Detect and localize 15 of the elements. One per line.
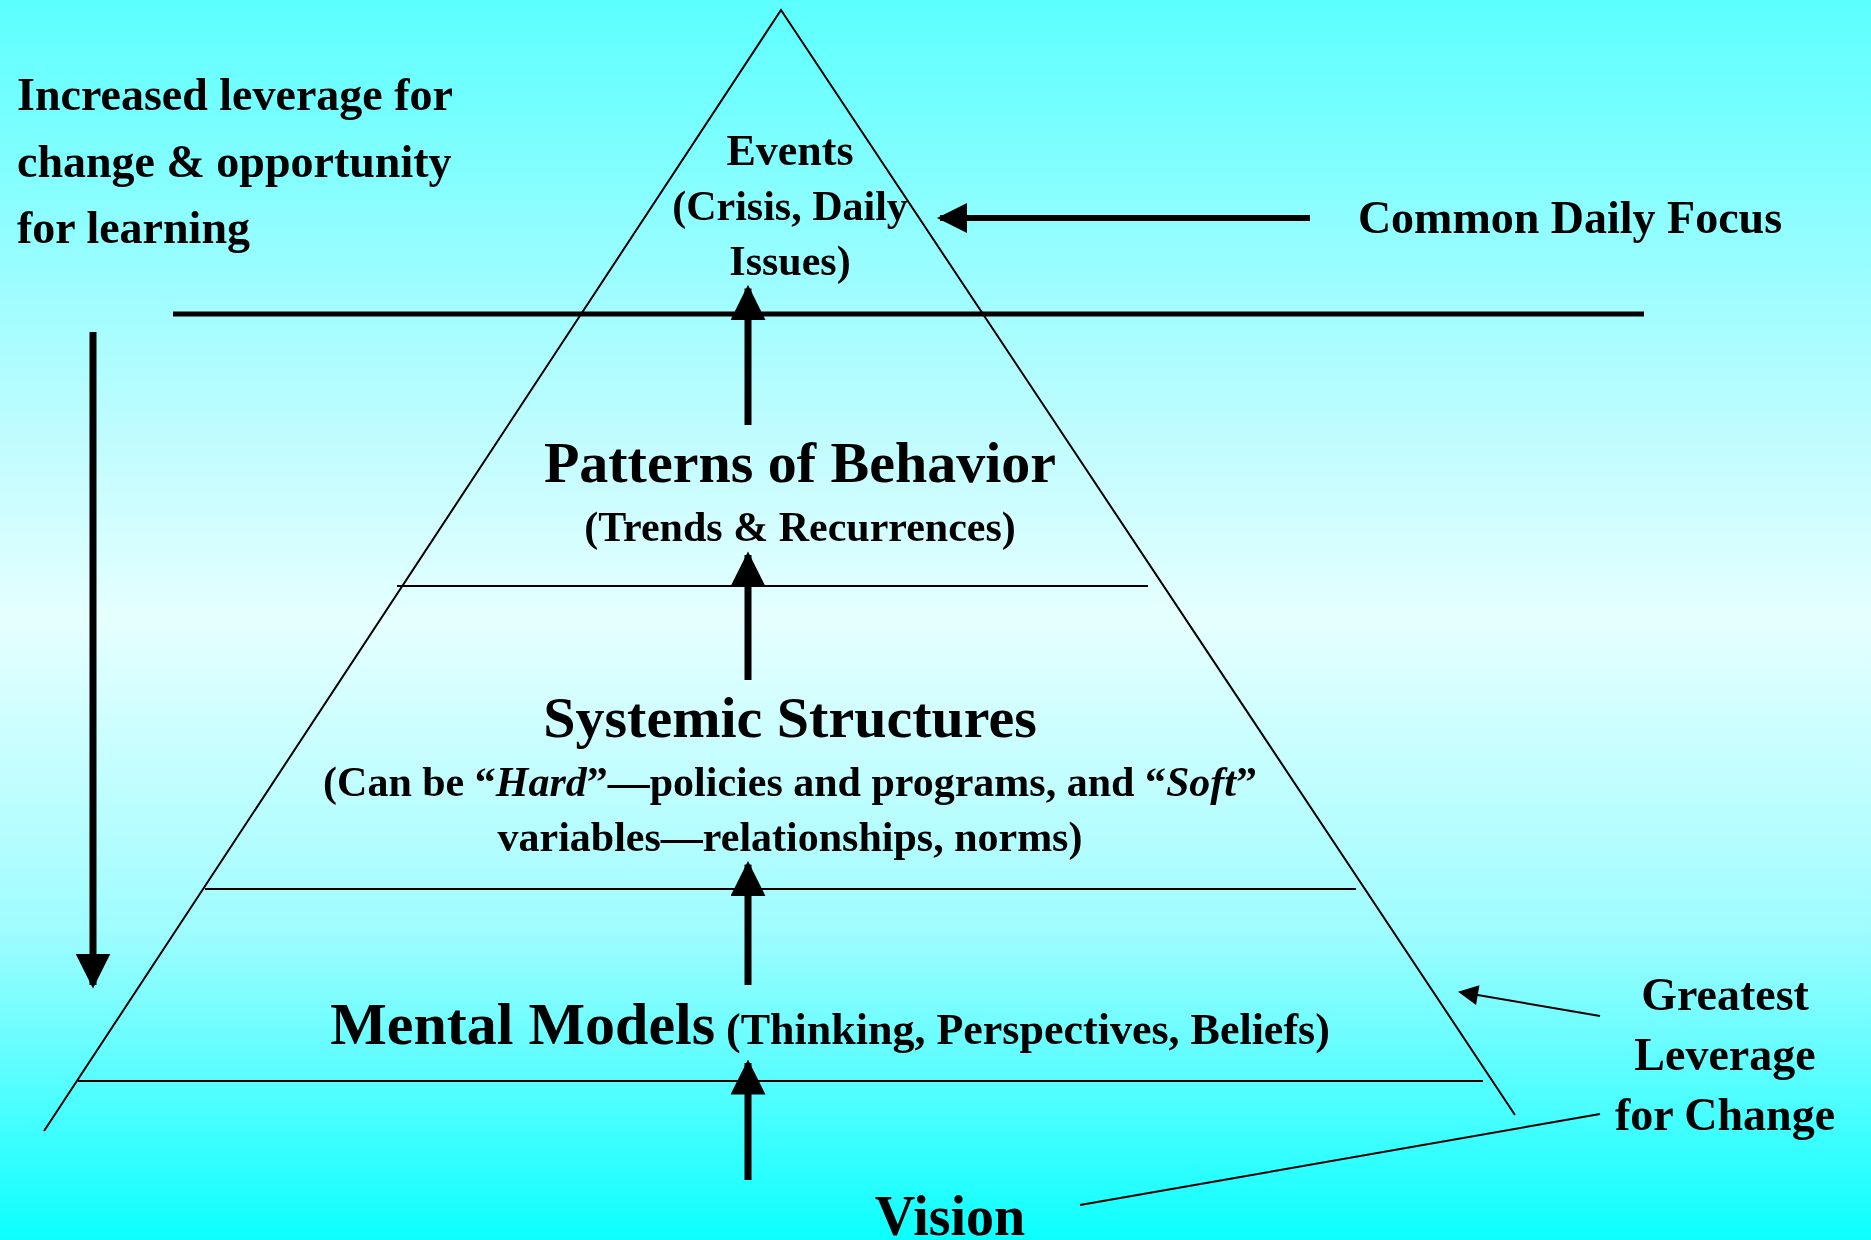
level-heading: Mental Models (330, 991, 716, 1057)
focus-label: Common Daily Focus (1356, 191, 1784, 245)
vision-label: Vision (873, 1184, 1027, 1240)
level-description: (Thinking, Perspectives, Beliefs) (726, 1005, 1330, 1054)
arrow (937, 203, 1310, 233)
level-description: (Crisis, Daily Issues) (671, 182, 909, 286)
level-description: (Can be “Hard”—policies and programs, and “Soft” variables—relationships, norms) (322, 758, 1258, 862)
level-heading: Patterns of Behavior (542, 429, 1058, 497)
leader-line (1458, 985, 1601, 1017)
level-description: (Trends & Recurrences) (583, 503, 1017, 553)
leader-line (1079, 1113, 1601, 1206)
level-heading: Systemic Structures (542, 684, 1038, 752)
note-text: Increased leverage for change & opportunity for learning (17, 68, 454, 256)
level-heading: Events (725, 125, 855, 177)
leverage-label: Greatest Leverage for Change (1613, 968, 1837, 1142)
